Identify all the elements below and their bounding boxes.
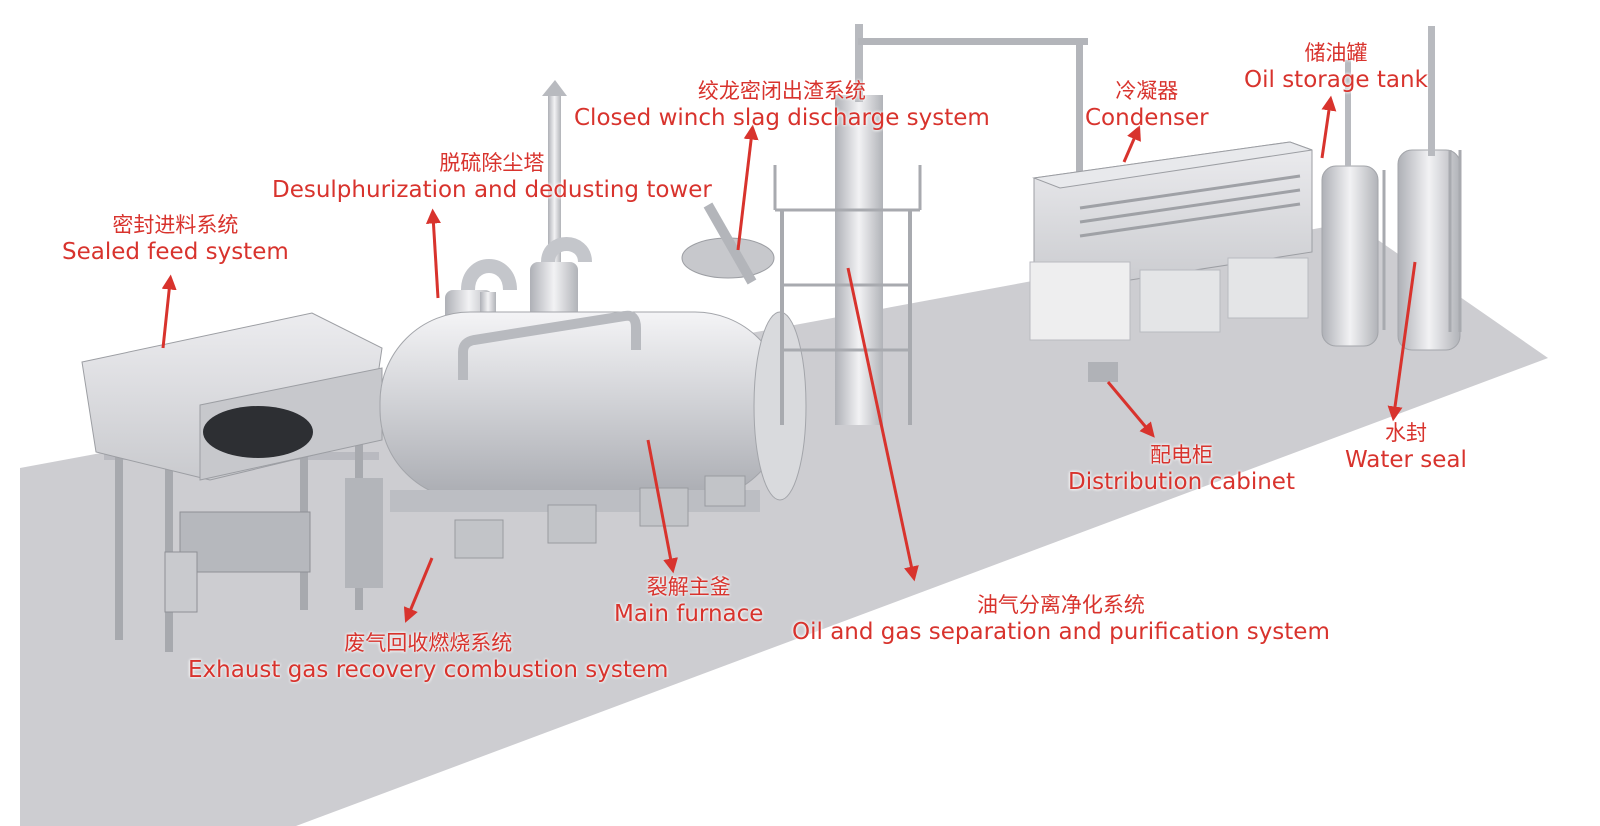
label-condenser: 冷凝器 Condenser bbox=[1085, 78, 1209, 133]
label-oil-storage: 储油罐 Oil storage tank bbox=[1244, 40, 1428, 95]
label-condenser-zh: 冷凝器 bbox=[1115, 79, 1179, 103]
label-distribution-zh: 配电柜 bbox=[1149, 443, 1213, 467]
arrow-oil-storage bbox=[1320, 95, 1337, 159]
arrow-sealed-feed bbox=[161, 274, 177, 349]
label-desulphurization-zh: 脱硫除尘塔 bbox=[439, 151, 545, 175]
label-sealed-feed-en: Sealed feed system bbox=[62, 239, 289, 266]
label-exhaust-en: Exhaust gas recovery combustion system bbox=[188, 657, 669, 684]
slag-discharge-screw bbox=[681, 202, 775, 285]
arrow-exhaust bbox=[403, 557, 434, 623]
label-desulphurization: 脱硫除尘塔 Desulphurization and dedusting tow… bbox=[272, 150, 712, 205]
label-sealed-feed-zh: 密封进料系统 bbox=[112, 213, 239, 237]
label-slag-discharge: 绞龙密闭出渣系统 Closed winch slag discharge sys… bbox=[574, 78, 990, 133]
label-distribution-en: Distribution cabinet bbox=[1068, 469, 1295, 496]
arrow-slag-discharge bbox=[736, 124, 759, 251]
label-sealed-feed: 密封进料系统 Sealed feed system bbox=[62, 212, 289, 267]
floor-platform bbox=[20, 222, 1548, 826]
label-oil-gas-zh: 油气分离净化系统 bbox=[976, 593, 1145, 617]
condenser bbox=[1032, 141, 1313, 293]
label-water-seal-en: Water seal bbox=[1345, 447, 1467, 474]
arrow-distribution bbox=[1106, 381, 1155, 438]
arrow-condenser bbox=[1122, 125, 1141, 163]
label-main-furnace: 裂解主釜 Main furnace bbox=[614, 574, 763, 629]
label-exhaust-zh: 废气回收燃烧系统 bbox=[344, 631, 513, 655]
pointer-arrows bbox=[161, 95, 1417, 623]
arrow-desulphurization bbox=[425, 208, 441, 299]
arrow-water-seal bbox=[1387, 261, 1417, 422]
label-oil-storage-zh: 储油罐 bbox=[1304, 41, 1368, 65]
label-slag-discharge-zh: 绞龙密闭出渣系统 bbox=[697, 79, 866, 103]
label-oil-gas: 油气分离净化系统 Oil and gas separation and puri… bbox=[792, 592, 1330, 647]
label-oil-storage-en: Oil storage tank bbox=[1244, 67, 1428, 94]
label-slag-discharge-en: Closed winch slag discharge system bbox=[574, 105, 990, 132]
label-oil-gas-en: Oil and gas separation and purification … bbox=[792, 619, 1330, 646]
label-water-seal: 水封 Water seal bbox=[1345, 420, 1467, 475]
sealed-feed-hopper bbox=[81, 312, 383, 652]
label-condenser-en: Condenser bbox=[1085, 105, 1209, 132]
arrow-oil-gas bbox=[846, 267, 919, 582]
label-distribution: 配电柜 Distribution cabinet bbox=[1068, 442, 1295, 497]
label-desulphurization-en: Desulphurization and dedusting tower bbox=[272, 177, 712, 204]
oil-gas-separation-tower bbox=[773, 24, 1088, 425]
water-seal-tank bbox=[1397, 26, 1462, 351]
label-main-furnace-zh: 裂解主釜 bbox=[646, 575, 731, 599]
oil-storage-tank bbox=[1321, 60, 1386, 347]
label-water-seal-zh: 水封 bbox=[1384, 421, 1427, 445]
arrow-main-furnace bbox=[646, 439, 678, 574]
label-main-furnace-en: Main furnace bbox=[614, 601, 764, 628]
distribution-cabinets bbox=[1029, 257, 1309, 382]
label-exhaust: 废气回收燃烧系统 Exhaust gas recovery combustion… bbox=[188, 630, 668, 685]
